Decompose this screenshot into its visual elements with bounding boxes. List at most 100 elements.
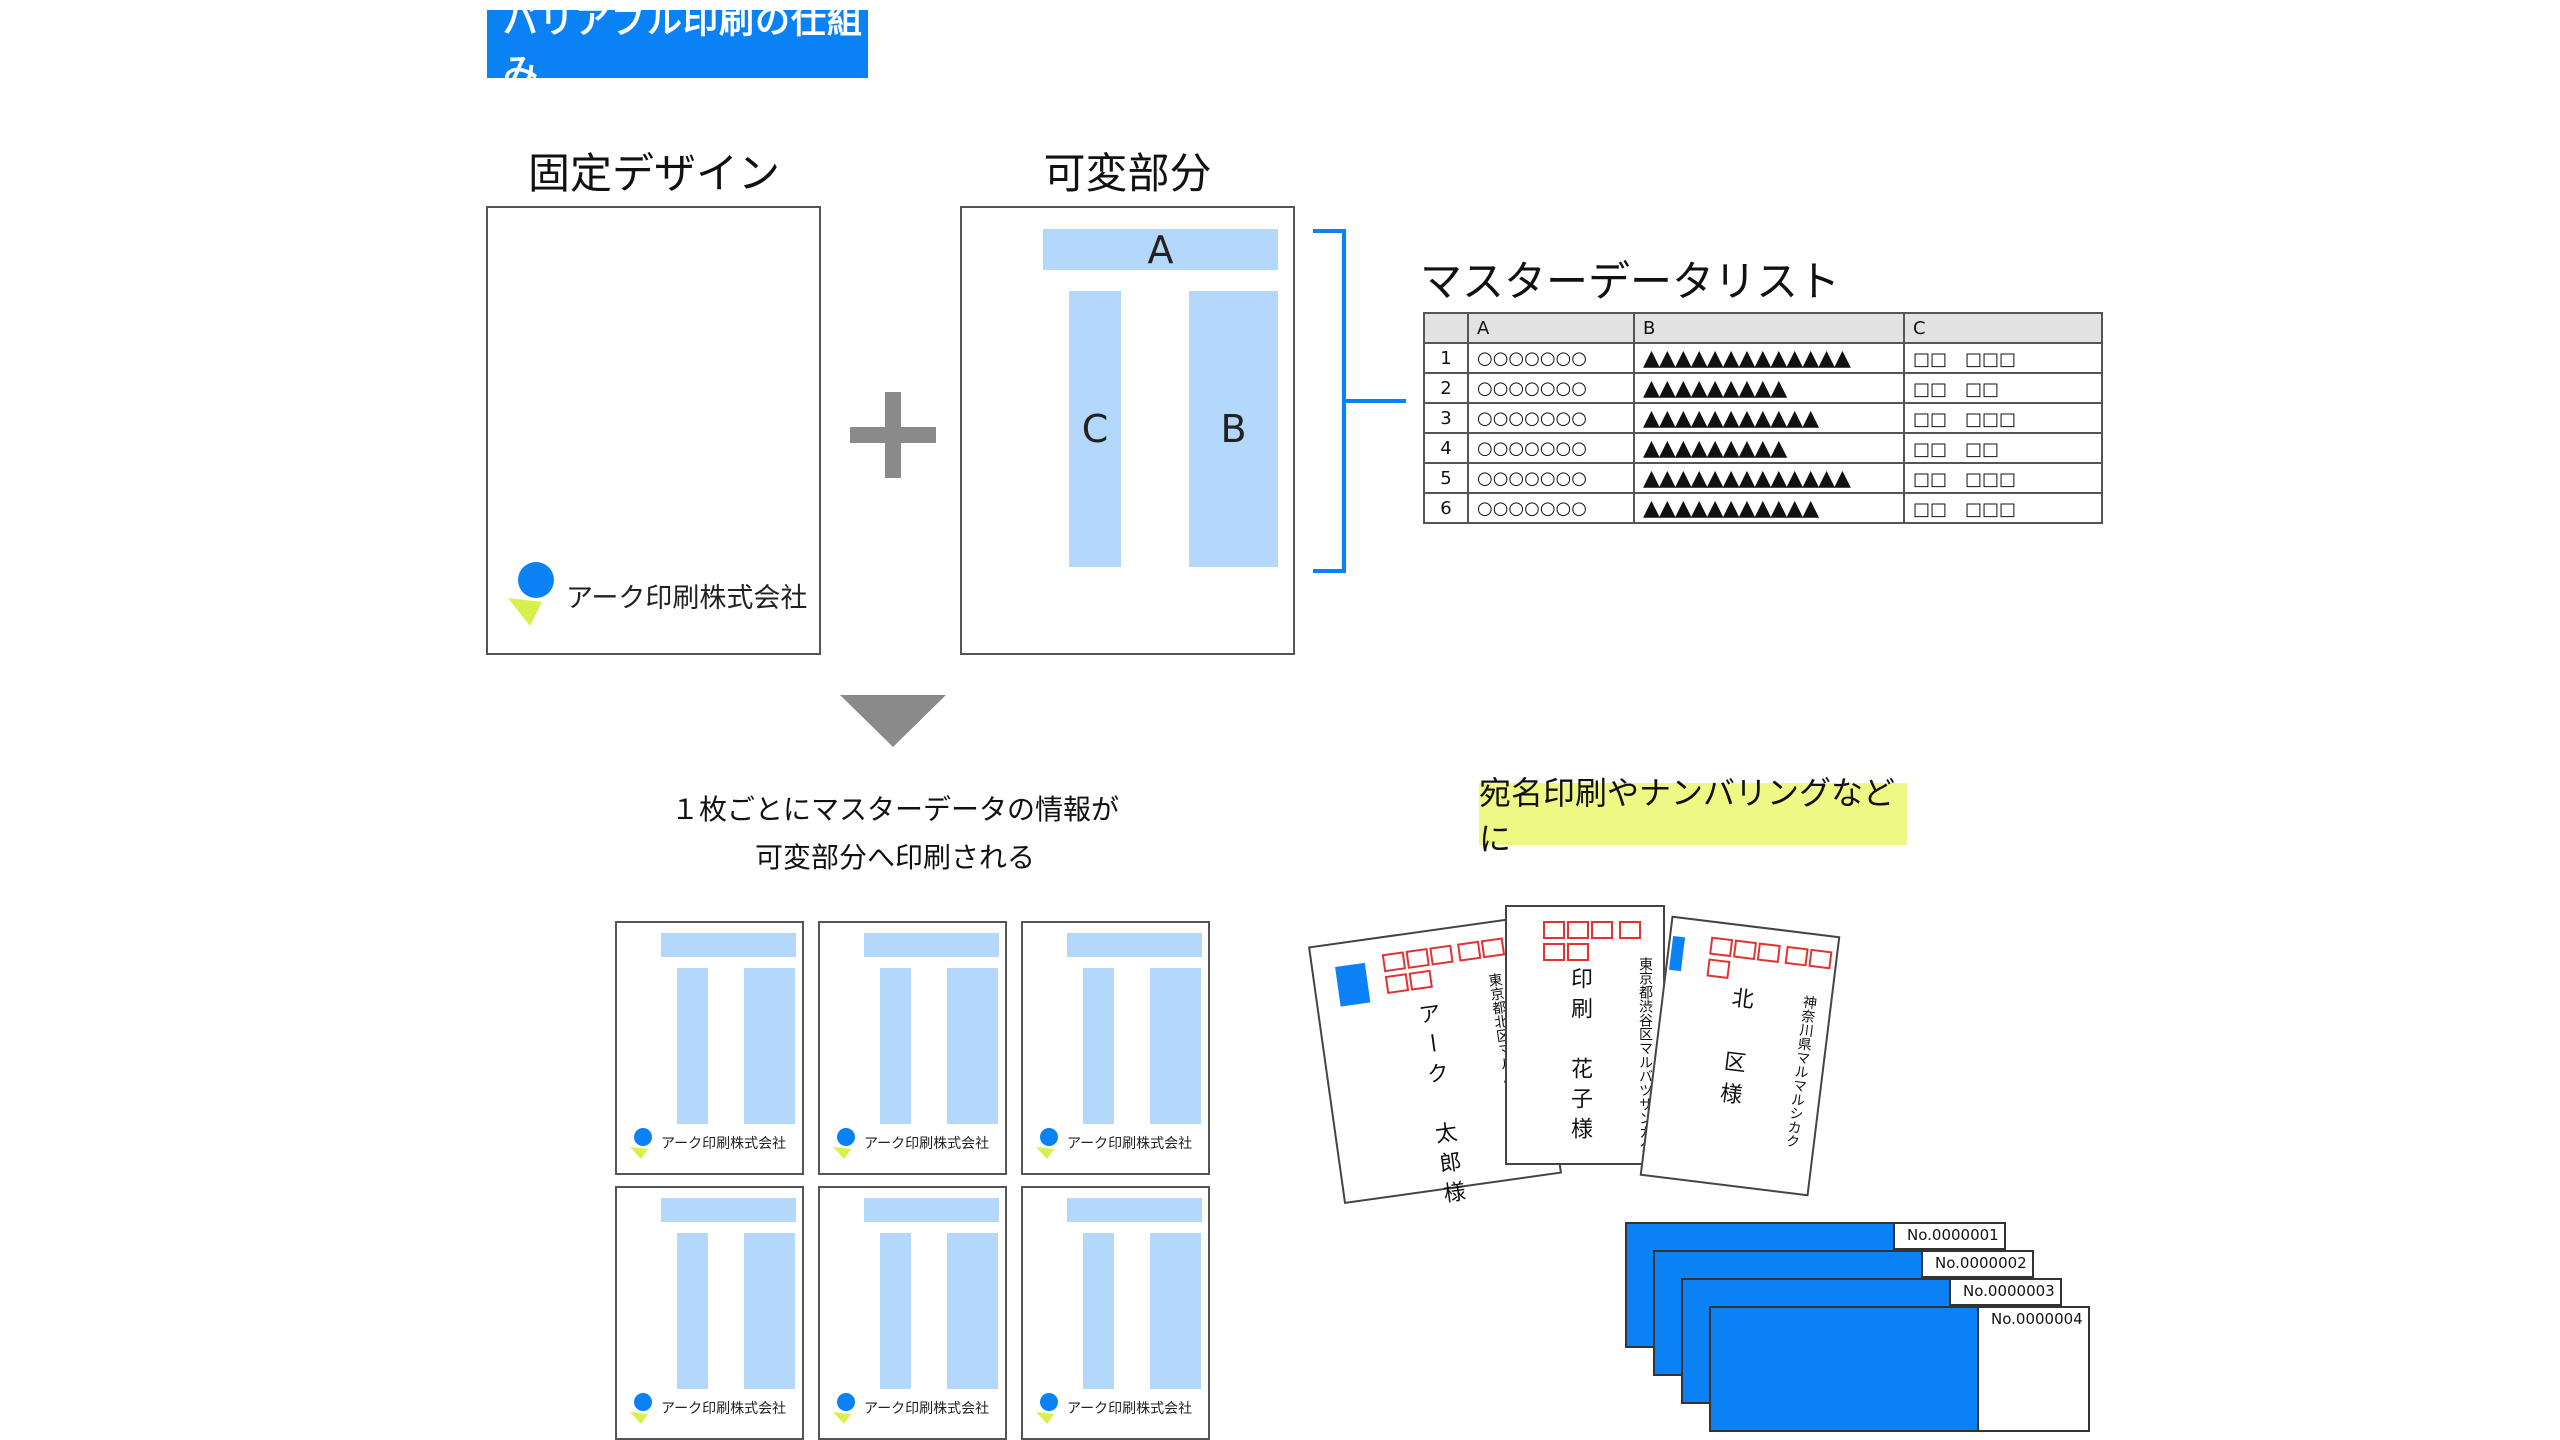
cell-a: ○○○○○○○ bbox=[1467, 372, 1635, 404]
postcard-stamp-icon bbox=[1335, 962, 1371, 1007]
cell-b: ▲▲▲▲▲▲▲▲▲▲▲ bbox=[1633, 492, 1905, 524]
row-number-cell: 1 bbox=[1423, 342, 1469, 374]
sheet-field-b bbox=[744, 1233, 795, 1389]
printed-sheet: アーク印刷株式会社 bbox=[818, 1186, 1007, 1440]
logo-triangle-icon bbox=[508, 598, 542, 626]
row-number-cell: 5 bbox=[1423, 462, 1469, 494]
sheet-field-c bbox=[880, 968, 911, 1124]
cell-b: ▲▲▲▲▲▲▲▲▲ bbox=[1633, 432, 1905, 464]
sheet-field-b bbox=[947, 968, 998, 1124]
fixed-design-heading: 固定デザイン bbox=[527, 149, 780, 198]
printed-sheet: アーク印刷株式会社 bbox=[615, 1186, 804, 1440]
cell-c: □□ □□□ bbox=[1903, 402, 2103, 434]
sheet-field-a bbox=[1067, 1198, 1202, 1222]
sheet-field-b bbox=[1150, 1233, 1201, 1389]
sheet-field-a bbox=[661, 933, 796, 957]
cell-a: ○○○○○○○ bbox=[1467, 492, 1635, 524]
table-row: 2○○○○○○○▲▲▲▲▲▲▲▲▲□□ □□ bbox=[1423, 372, 2103, 404]
sheet-field-a bbox=[661, 1198, 796, 1222]
cell-b: ▲▲▲▲▲▲▲▲▲ bbox=[1633, 372, 1905, 404]
sheet-field-b bbox=[1150, 968, 1201, 1124]
caption-line-2: 可変部分へ印刷される bbox=[754, 841, 1035, 874]
ticket-number: No.0000004 bbox=[1977, 1306, 2090, 1432]
variable-part-heading: 可変部分 bbox=[1043, 149, 1212, 198]
company-logo-icon bbox=[837, 1393, 855, 1411]
printed-sheet: アーク印刷株式会社 bbox=[615, 921, 804, 1175]
sheet-field-a bbox=[864, 1198, 999, 1222]
cell-a: ○○○○○○○ bbox=[1467, 402, 1635, 434]
postcard-recipient: 北 区様 bbox=[1713, 985, 1755, 1116]
sheet-company-name: アーク印刷株式会社 bbox=[864, 1401, 990, 1417]
examples-label: 宛名印刷やナンバリングなどに bbox=[1479, 774, 1907, 858]
down-arrow-icon bbox=[840, 695, 946, 747]
cell-b: ▲▲▲▲▲▲▲▲▲▲▲▲▲ bbox=[1633, 342, 1905, 374]
variable-part-panel: A C B bbox=[960, 206, 1295, 655]
logo-triangle-icon bbox=[630, 1147, 648, 1159]
sheet-field-c bbox=[677, 968, 708, 1124]
row-number-cell: 6 bbox=[1423, 492, 1469, 524]
ticket-number: No.0000003 bbox=[1949, 1278, 2062, 1306]
table-row: 6○○○○○○○▲▲▲▲▲▲▲▲▲▲▲□□ □□□ bbox=[1423, 492, 2103, 524]
sheet-company-name: アーク印刷株式会社 bbox=[1067, 1401, 1193, 1417]
company-logo-icon bbox=[634, 1128, 652, 1146]
row-number-cell: 4 bbox=[1423, 432, 1469, 464]
sheet-field-a bbox=[864, 933, 999, 957]
cell-b: ▲▲▲▲▲▲▲▲▲▲▲ bbox=[1633, 402, 1905, 434]
postcard-stamp-icon bbox=[1668, 935, 1686, 972]
company-logo-icon bbox=[1040, 1128, 1058, 1146]
cell-b: ▲▲▲▲▲▲▲▲▲▲▲▲▲ bbox=[1633, 462, 1905, 494]
company-logo-icon bbox=[634, 1393, 652, 1411]
company-logo-icon bbox=[1040, 1393, 1058, 1411]
caption-line-1: １枚ごとにマスターデータの情報が bbox=[670, 793, 1119, 826]
diagram-title: バリアブル印刷の仕組み bbox=[487, 2, 868, 93]
company-logo-icon bbox=[837, 1128, 855, 1146]
sheet-field-c bbox=[880, 1233, 911, 1389]
sheet-field-a bbox=[1067, 933, 1202, 957]
cell-a: ○○○○○○○ bbox=[1467, 342, 1635, 374]
sheet-company-name: アーク印刷株式会社 bbox=[864, 1136, 990, 1152]
sheet-company-name: アーク印刷株式会社 bbox=[661, 1401, 787, 1417]
postcard-recipient: 印刷 花子様 bbox=[1567, 967, 1592, 1147]
ticket-number: No.0000002 bbox=[1921, 1250, 2034, 1278]
row-number-cell: 2 bbox=[1423, 372, 1469, 404]
row-number-cell: 3 bbox=[1423, 402, 1469, 434]
printed-sheet: アーク印刷株式会社 bbox=[1021, 921, 1210, 1175]
postcard-2: 東京都渋谷区マルバツサンカク 印刷 花子様 bbox=[1505, 905, 1665, 1165]
cell-c: □□ □□ bbox=[1903, 372, 2103, 404]
printed-sheet: アーク印刷株式会社 bbox=[818, 921, 1007, 1175]
plus-icon bbox=[850, 392, 936, 478]
company-name: アーク印刷株式会社 bbox=[566, 583, 808, 614]
process-caption: １枚ごとにマスターデータの情報が 可変部分へ印刷される bbox=[615, 786, 1175, 882]
ticket-number: No.0000001 bbox=[1893, 1222, 2006, 1250]
logo-triangle-icon bbox=[1036, 1412, 1054, 1424]
cell-c: □□ □□ bbox=[1903, 432, 2103, 464]
field-a: A bbox=[1043, 228, 1278, 272]
column-header-c: C bbox=[1903, 312, 2103, 344]
logo-triangle-icon bbox=[1036, 1147, 1054, 1159]
postcard-recipient: アーク 太郎様 bbox=[1413, 1001, 1468, 1213]
cell-c: □□ □□□ bbox=[1903, 462, 2103, 494]
numbered-ticket bbox=[1709, 1306, 1979, 1432]
postal-code-boxes bbox=[1543, 921, 1663, 965]
corner-cell bbox=[1423, 312, 1469, 344]
sheet-company-name: アーク印刷株式会社 bbox=[1067, 1136, 1193, 1152]
postcard-3: 神奈川県マルマルシカク 北 区様 bbox=[1639, 915, 1841, 1197]
company-logo-icon bbox=[518, 562, 554, 598]
table-row: 5○○○○○○○▲▲▲▲▲▲▲▲▲▲▲▲▲□□ □□□ bbox=[1423, 462, 2103, 494]
bracket-connector bbox=[1313, 229, 1406, 573]
column-header-a: A bbox=[1467, 312, 1635, 344]
table-row: 1○○○○○○○▲▲▲▲▲▲▲▲▲▲▲▲▲□□ □□□ bbox=[1423, 342, 2103, 374]
fixed-design-panel: アーク印刷株式会社 bbox=[486, 206, 821, 655]
table-header-row: A B C bbox=[1423, 312, 2103, 344]
logo-triangle-icon bbox=[833, 1147, 851, 1159]
logo-triangle-icon bbox=[833, 1412, 851, 1424]
logo-triangle-icon bbox=[630, 1412, 648, 1424]
cell-c: □□ □□□ bbox=[1903, 342, 2103, 374]
table-row: 3○○○○○○○▲▲▲▲▲▲▲▲▲▲▲□□ □□□ bbox=[1423, 402, 2103, 434]
sheet-field-c bbox=[677, 1233, 708, 1389]
cell-c: □□ □□□ bbox=[1903, 492, 2103, 524]
field-c: C bbox=[1069, 291, 1121, 567]
cell-a: ○○○○○○○ bbox=[1467, 462, 1635, 494]
master-data-table: A B C 1○○○○○○○▲▲▲▲▲▲▲▲▲▲▲▲▲□□ □□□2○○○○○○… bbox=[1423, 312, 2103, 524]
printed-sheet: アーク印刷株式会社 bbox=[1021, 1186, 1210, 1440]
